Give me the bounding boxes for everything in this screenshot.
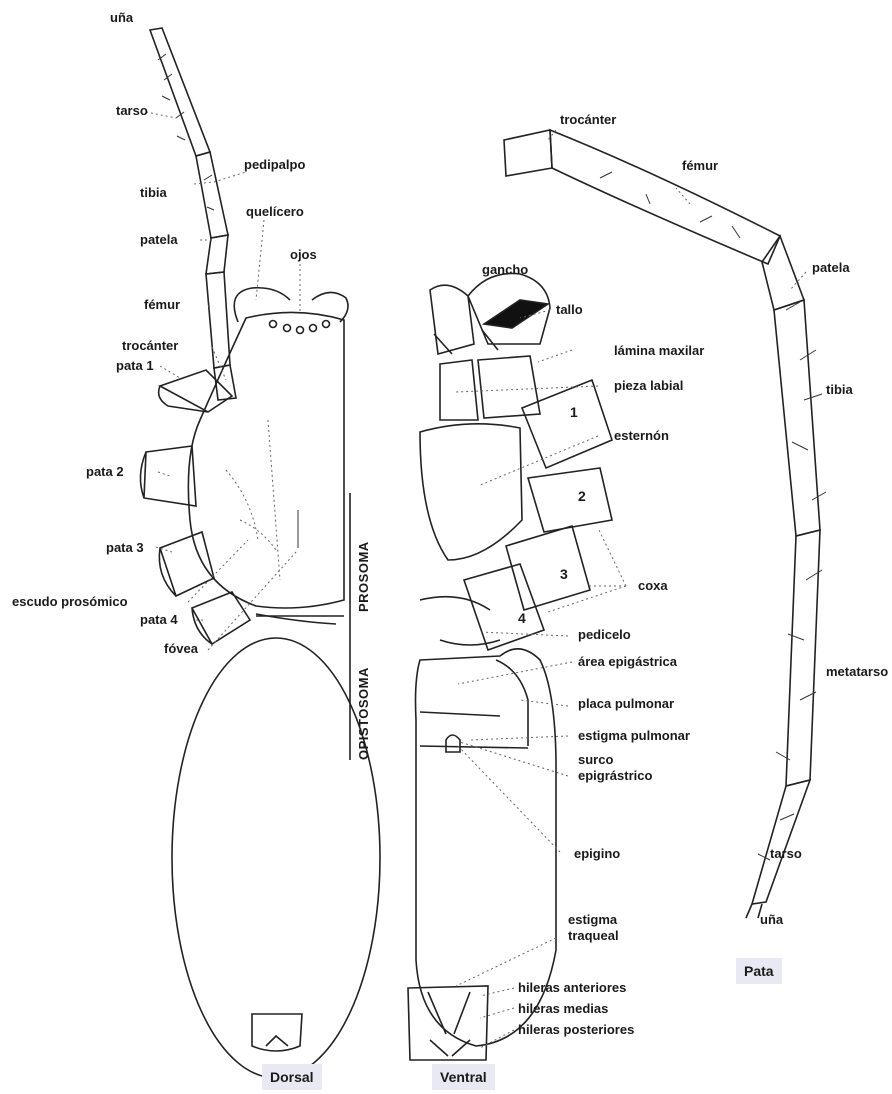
label-pata-2: pata 2 bbox=[86, 464, 124, 479]
label-pieza-labial: pieza labial bbox=[614, 378, 683, 393]
caption-ventral: Ventral bbox=[432, 1064, 495, 1090]
label-quelicero: quelícero bbox=[246, 204, 304, 219]
label-area-epigastrica: área epigástrica bbox=[578, 654, 677, 669]
dorsal-leg1-stub bbox=[159, 370, 232, 412]
label-pata-1: pata 1 bbox=[116, 358, 154, 373]
label-surco: surco bbox=[578, 752, 613, 767]
label-tallo: tallo bbox=[556, 302, 583, 317]
label-estigma-pulmonar: estigma pulmonar bbox=[578, 728, 690, 743]
leg-label-metatarso: metatarso bbox=[826, 664, 888, 679]
leg-label-patela: patela bbox=[812, 260, 850, 275]
label-pedipalpo: pedipalpo bbox=[244, 157, 305, 172]
dorsal-view bbox=[140, 28, 380, 1078]
label-escudo-prosomico: escudo prosómico bbox=[12, 594, 128, 609]
label-tarso: tarso bbox=[116, 103, 148, 118]
dorsal-leg2-stub bbox=[140, 446, 196, 506]
ventral-coxa-3 bbox=[506, 526, 590, 610]
dorsal-prosoma bbox=[188, 312, 344, 608]
dorsal-chelicera bbox=[234, 288, 290, 322]
label-esternon: esternón bbox=[614, 428, 669, 443]
leg-label-una: uña bbox=[760, 912, 783, 927]
label-placa-pulmonar: placa pulmonar bbox=[578, 696, 674, 711]
label-epigrastrico: epigrástrico bbox=[578, 768, 652, 783]
dorsal-leg3-stub bbox=[159, 532, 214, 596]
label-hileras-posteriores: hileras posteriores bbox=[518, 1022, 634, 1037]
dorsal-eyes bbox=[270, 321, 330, 334]
leg-view bbox=[504, 130, 826, 918]
label-traqueal: traqueal bbox=[568, 928, 619, 943]
label-trocanter: trocánter bbox=[122, 338, 178, 353]
leg-label-tibia: tibia bbox=[826, 382, 853, 397]
label-epigino: epigino bbox=[574, 846, 620, 861]
label-estigma: estigma bbox=[568, 912, 617, 927]
leg-trocanter bbox=[504, 130, 552, 176]
ventral-coxa-1 bbox=[522, 380, 612, 468]
label-tibia: tibia bbox=[140, 185, 167, 200]
label-femur: fémur bbox=[144, 297, 180, 312]
label-lamina-maxilar: lámina maxilar bbox=[614, 343, 704, 358]
caption-dorsal: Dorsal bbox=[262, 1064, 322, 1090]
label-patela: patela bbox=[140, 232, 178, 247]
leg-label-trocanter: trocánter bbox=[560, 112, 616, 127]
label-pata-4: pata 4 bbox=[140, 612, 178, 627]
dorsal-spinnerets bbox=[252, 1014, 302, 1051]
label-prosoma: PROSOMA bbox=[356, 541, 371, 612]
coxa-number-3: 3 bbox=[560, 566, 568, 582]
leg-patela bbox=[762, 236, 804, 310]
leg-tarso bbox=[752, 780, 810, 904]
leg-label-femur: fémur bbox=[682, 158, 718, 173]
dorsal-opistosoma bbox=[172, 638, 380, 1078]
label-una: uña bbox=[110, 10, 133, 25]
label-opistosoma: OPISTOSOMA bbox=[356, 667, 371, 760]
caption-pata: Pata bbox=[736, 958, 782, 984]
leader-lines bbox=[146, 112, 806, 1048]
label-fovea: fóvea bbox=[164, 641, 198, 656]
label-pedicelo: pedicelo bbox=[578, 627, 631, 642]
ventral-sternum bbox=[420, 424, 522, 560]
label-gancho: gancho bbox=[482, 262, 528, 277]
coxa-number-4: 4 bbox=[518, 610, 526, 626]
label-hileras-medias: hileras medias bbox=[518, 1001, 608, 1016]
leg-tibia bbox=[774, 300, 820, 536]
ventral-spinnerets bbox=[408, 986, 488, 1060]
leg-metatarso bbox=[786, 530, 820, 786]
leg-label-tarso: tarso bbox=[770, 846, 802, 861]
leg-femur bbox=[550, 130, 780, 264]
coxa-number-1: 1 bbox=[570, 404, 578, 420]
coxa-number-2: 2 bbox=[578, 488, 586, 504]
label-hileras-anteriores: hileras anteriores bbox=[518, 980, 626, 995]
label-pata-3: pata 3 bbox=[106, 540, 144, 555]
label-ojos: ojos bbox=[290, 247, 317, 262]
ventral-coxa-2 bbox=[528, 468, 612, 532]
label-coxa: coxa bbox=[638, 578, 668, 593]
